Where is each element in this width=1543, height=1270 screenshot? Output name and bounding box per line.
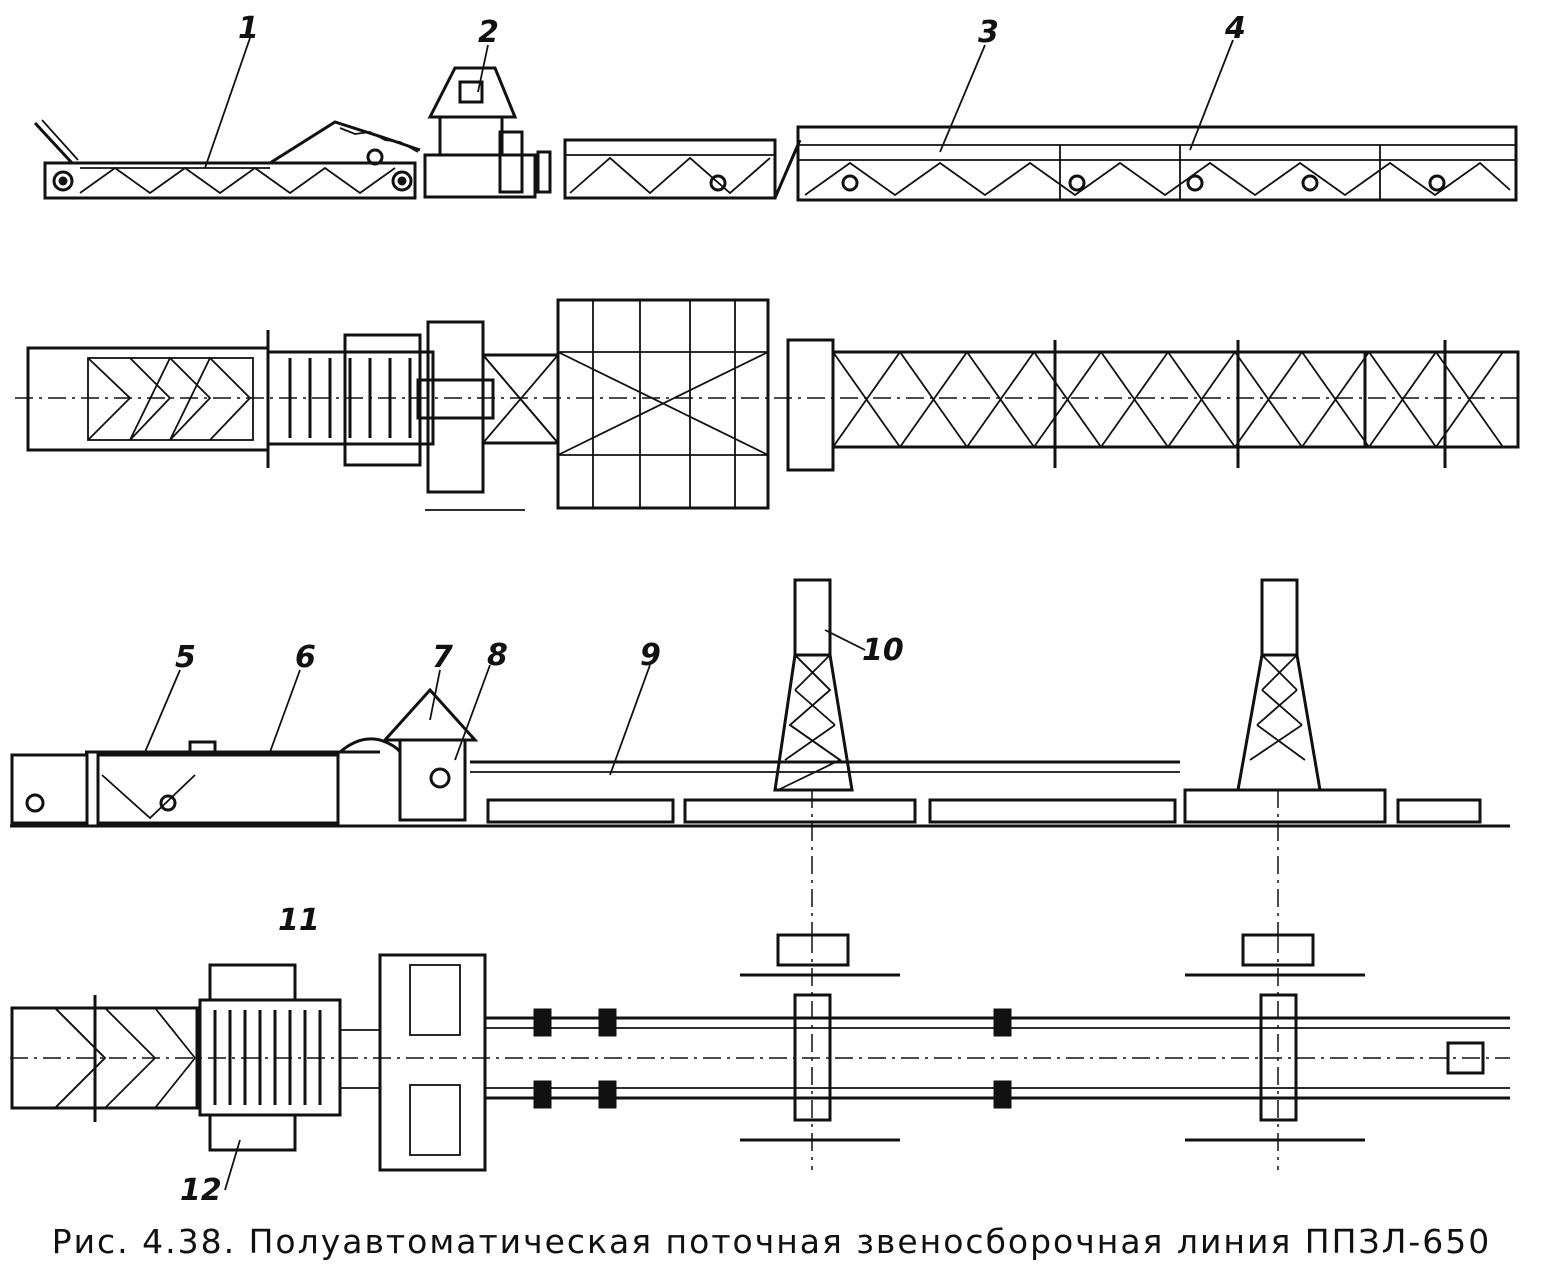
label-5: 5 <box>175 640 196 675</box>
label-4: 4 <box>1224 11 1246 46</box>
leader-lines-middle <box>144 629 866 776</box>
tower-left <box>773 578 854 792</box>
tower-right <box>1236 578 1322 792</box>
label-8: 8 <box>487 638 508 673</box>
assembly-conveyor <box>796 125 1518 202</box>
top-side-view <box>33 37 1518 202</box>
leader-lines-bottom <box>224 1139 241 1191</box>
leader-lines-top <box>204 37 1234 169</box>
label-3: 3 <box>978 15 999 50</box>
lifting-unit-left <box>740 933 900 1170</box>
label-7: 7 <box>432 640 453 675</box>
label-10: 10 <box>862 633 904 668</box>
label-12: 12 <box>180 1173 222 1208</box>
lifting-unit-right <box>1185 933 1365 1170</box>
figure-caption: Рис. 4.38. Полуавтоматическая поточная з… <box>51 1222 1492 1261</box>
label-1: 1 <box>238 11 259 46</box>
bottom-side-view <box>10 578 1510 935</box>
bottom-plan-view <box>10 933 1510 1191</box>
label-2: 2 <box>478 15 499 50</box>
feed-conveyor <box>33 119 421 200</box>
press-unit <box>423 66 552 199</box>
label-6: 6 <box>295 640 316 675</box>
middle-conveyor <box>563 138 802 200</box>
label-11: 11 <box>278 903 320 938</box>
label-9: 9 <box>640 638 661 673</box>
top-plan-view <box>15 298 1520 511</box>
